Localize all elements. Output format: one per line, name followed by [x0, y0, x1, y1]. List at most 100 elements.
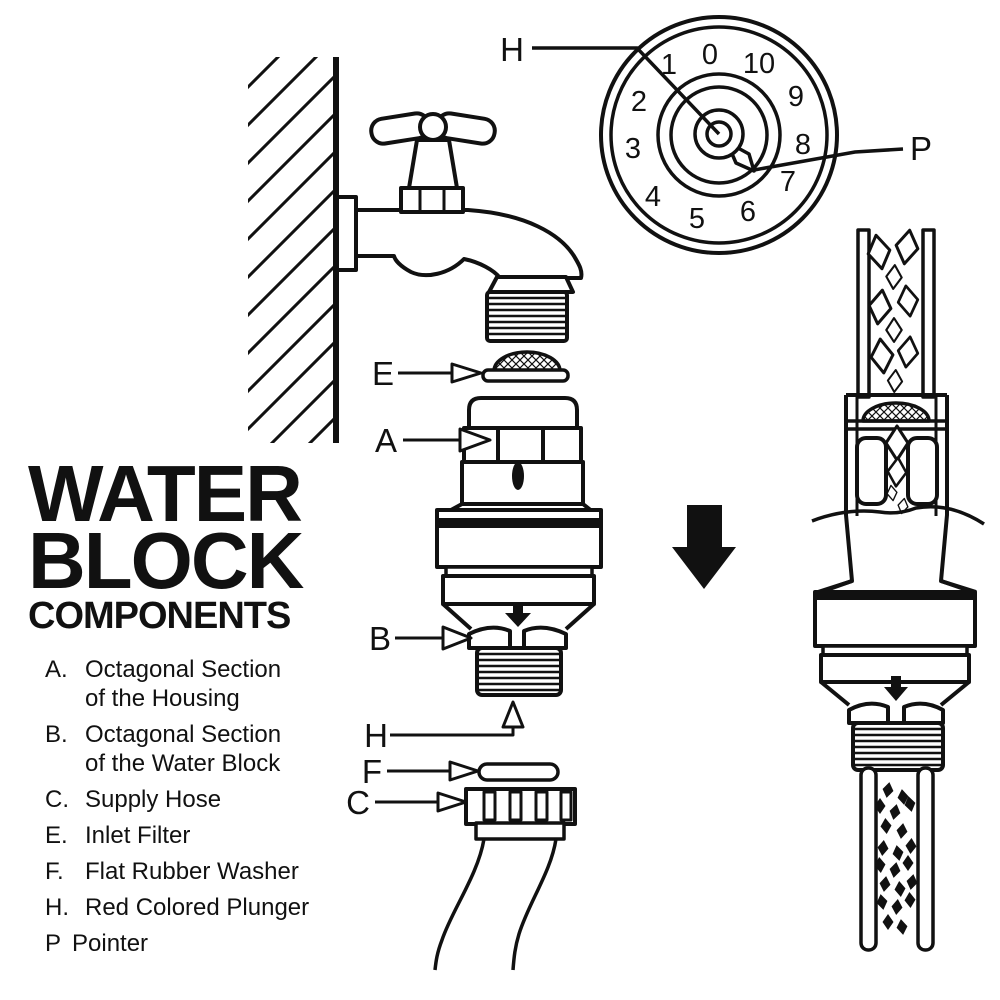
legend-item-e: E. Inlet Filter [45, 821, 309, 850]
housing-callout-arrowhead [458, 427, 492, 453]
plunger-label-bottom: H [364, 717, 388, 754]
legend-item-h: H. Red Colored Plunger [45, 893, 309, 922]
washer-label: F [362, 753, 382, 790]
housing-cap [467, 396, 579, 430]
dial-number-8: 8 [795, 129, 811, 161]
component-legend: A. Octagonal Section of the Housing B. O… [45, 655, 309, 965]
legend-text: Pointer [72, 930, 149, 957]
assembled-housing [811, 393, 985, 594]
housing [435, 396, 603, 522]
legend-key: P [45, 930, 62, 957]
legend-key: A. [45, 656, 68, 683]
dial-number-5: 5 [689, 203, 705, 235]
legend-text-2: of the Housing [85, 685, 240, 712]
faucet [335, 111, 584, 343]
body-stripe [437, 521, 601, 528]
exploded-view: E A [346, 350, 603, 971]
block-label: B [369, 620, 391, 657]
filter-callout-arrowhead [450, 362, 483, 384]
break-line [811, 504, 985, 526]
legend-text: Octagonal Section [85, 656, 282, 683]
chamber-left [855, 436, 888, 506]
assembled-block-body [813, 579, 977, 772]
flow-arrow-small [505, 613, 531, 627]
plunger-callout-line-bottom [390, 727, 515, 737]
assembled-view [811, 226, 985, 952]
legend-item-b: B. Octagonal Section of the Water Block [45, 720, 309, 778]
faucet-bonnet [399, 186, 465, 214]
inlet-filter [481, 350, 570, 383]
housing-octagon-band [462, 426, 583, 464]
legend-item-c: C. Supply Hose [45, 785, 309, 814]
legend-item-f: F. Flat Rubber Washer [45, 857, 309, 886]
title-line-2: BLOCK [28, 516, 304, 605]
hose-callout-arrowhead [436, 791, 468, 813]
block-callout-arrowhead [441, 625, 473, 651]
plunger-label: H [500, 31, 524, 68]
block-octagon-left [467, 625, 512, 650]
legend-text: Inlet Filter [85, 822, 191, 849]
page-title: WATER BLOCK COMPONENTS [28, 449, 304, 637]
supply-hose [433, 787, 577, 971]
chamber-right [906, 436, 939, 506]
housing-label: A [375, 422, 397, 459]
assembly-direction-arrow [672, 505, 736, 589]
legend-text: Flat Rubber Washer [85, 858, 299, 885]
assembled-hose [859, 766, 935, 952]
dial-number-0: 0 [702, 39, 718, 71]
block-threads [475, 646, 563, 697]
dial-number-6: 6 [740, 196, 756, 228]
filter-label: E [372, 355, 394, 392]
plunger-callout-line [532, 46, 721, 136]
faucet-body [354, 208, 584, 280]
wall-hatching [248, 57, 336, 443]
water-block-body [435, 518, 603, 697]
dial: 0 1 2 3 4 5 6 7 8 9 10 H P [500, 15, 932, 255]
dial-number-4: 4 [645, 181, 661, 213]
legend-text: Red Colored Plunger [85, 894, 310, 921]
legend-text: Octagonal Section [85, 721, 282, 748]
hose-label: C [346, 784, 370, 821]
assembled-filter-mesh [861, 401, 931, 423]
pointer-callout-line [753, 147, 904, 172]
handle-stem [407, 138, 459, 190]
dial-number-2: 2 [631, 86, 647, 118]
title-line-3: COMPONENTS [28, 595, 291, 637]
spout-threads [485, 290, 569, 343]
legend-key: F. [45, 858, 64, 885]
legend-key: B. [45, 721, 68, 748]
pointer-label: P [910, 130, 932, 167]
legend-key: H. [45, 894, 69, 921]
legend-text-2: of the Water Block [85, 750, 281, 777]
legend-key: E. [45, 822, 68, 849]
dial-inner-ring [656, 72, 782, 198]
handle-hub [418, 112, 448, 142]
dial-numbers: 0 1 2 3 4 5 6 7 8 9 10 [625, 39, 811, 235]
faucet-mount [335, 195, 358, 272]
flow-arrow-small-assembled [884, 687, 908, 701]
faucet-handle [369, 111, 497, 190]
assembled-threads [851, 721, 945, 772]
water-flow-inlet [863, 226, 923, 394]
washer-callout-arrowhead [448, 760, 480, 782]
dial-number-3: 3 [625, 133, 641, 165]
legend-item-a: A. Octagonal Section of the Housing [45, 655, 309, 713]
water-flow-center [884, 424, 910, 516]
spout-flare [487, 275, 575, 294]
plunger-callout-arrowhead [501, 700, 525, 729]
legend-item-p: P Pointer [45, 929, 309, 958]
hose-collar [474, 821, 566, 841]
dial-number-10: 10 [743, 48, 775, 80]
block-octagon-right [522, 625, 568, 650]
legend-text: Supply Hose [85, 786, 222, 813]
title-line-1: WATER [28, 449, 303, 538]
housing-slot [512, 462, 524, 490]
inlet-pipe-wall-right [921, 228, 936, 399]
dial-number-9: 9 [788, 81, 804, 113]
dial-number-1: 1 [661, 49, 677, 81]
water-flow-outlet [873, 781, 919, 936]
dial-number-7: 7 [780, 166, 796, 198]
rubber-washer [477, 762, 560, 782]
